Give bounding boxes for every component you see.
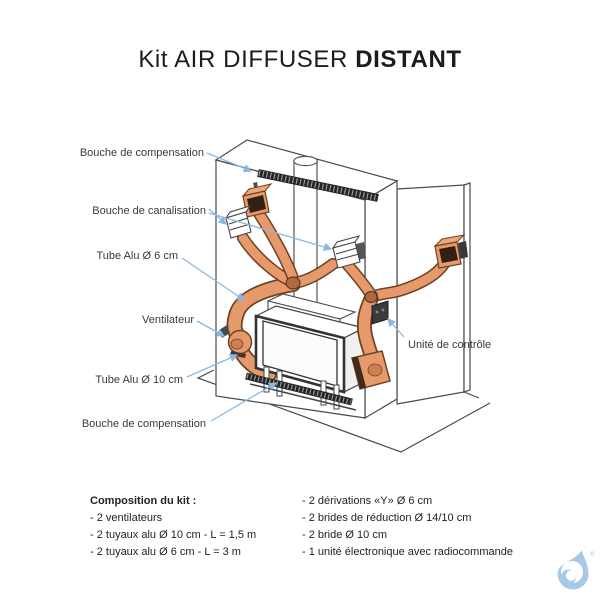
composition-item: - 2 ventilateurs — [90, 512, 163, 524]
canalization-vent-left — [224, 205, 252, 239]
leader-bouche-compensation-top — [206, 152, 253, 173]
label-bouche-canalisation: Bouche de canalisation — [92, 205, 206, 217]
composition-right-column: - 2 dérivations «Y» Ø 6 cm - 2 brides de… — [302, 493, 513, 561]
composition-item: - 2 bride Ø 10 cm — [302, 529, 387, 541]
leader-tube-alu-10 — [186, 354, 239, 378]
water-drop-logo: ® — [557, 550, 595, 590]
composition-item: - 2 dérivations «Y» Ø 6 cm — [302, 495, 433, 507]
floor-lines — [196, 369, 491, 453]
page-title-bold: DISTANT — [355, 46, 462, 73]
reduction-collars — [285, 276, 378, 303]
leader-bouche-canalisation-b — [208, 212, 333, 252]
composition-item: - 2 tuyaux alu Ø 10 cm - L = 1,5 m — [90, 529, 257, 541]
page-title: Kit AIR DIFFUSER DISTANT — [0, 46, 600, 74]
label-bouche-compensation-bottom: Bouche de compensation — [81, 418, 206, 430]
label-ventilateur: Ventilateur — [142, 314, 194, 326]
compensation-grille-top — [257, 169, 379, 202]
label-tube-alu-6: Tube Alu Ø 6 cm — [96, 250, 178, 262]
composition-item: - 1 unité électronique avec radiocommand… — [302, 546, 513, 558]
label-unite-controle: Unité de contrôle — [408, 339, 492, 351]
leader-bouche-canalisation-a — [208, 208, 227, 225]
canalization-vent-right — [433, 234, 468, 269]
composition-left-column: Composition du kit : - 2 ventilateurs - … — [90, 493, 256, 561]
leader-bouche-compensation-bottom — [210, 382, 278, 422]
canalization-vent-center — [331, 235, 366, 269]
leader-unite-controle — [387, 318, 405, 338]
composition-item: - 2 brides de réduction Ø 14/10 cm — [302, 512, 472, 524]
leader-tube-alu-6 — [181, 257, 246, 301]
leader-lines — [181, 152, 405, 422]
registered-mark: ® — [590, 551, 595, 558]
page-title-regular: Kit AIR DIFFUSER — [138, 46, 356, 73]
ventilator-right — [351, 350, 391, 390]
composition-item: - 2 tuyaux alu Ø 6 cm - L = 3 m — [90, 546, 241, 558]
leader-ventilateur — [196, 320, 226, 337]
label-bouche-compensation-top: Bouche de compensation — [79, 147, 204, 159]
label-tube-alu-10: Tube Alu Ø 10 cm — [95, 374, 183, 386]
composition-heading: Composition du kit : — [90, 495, 197, 507]
